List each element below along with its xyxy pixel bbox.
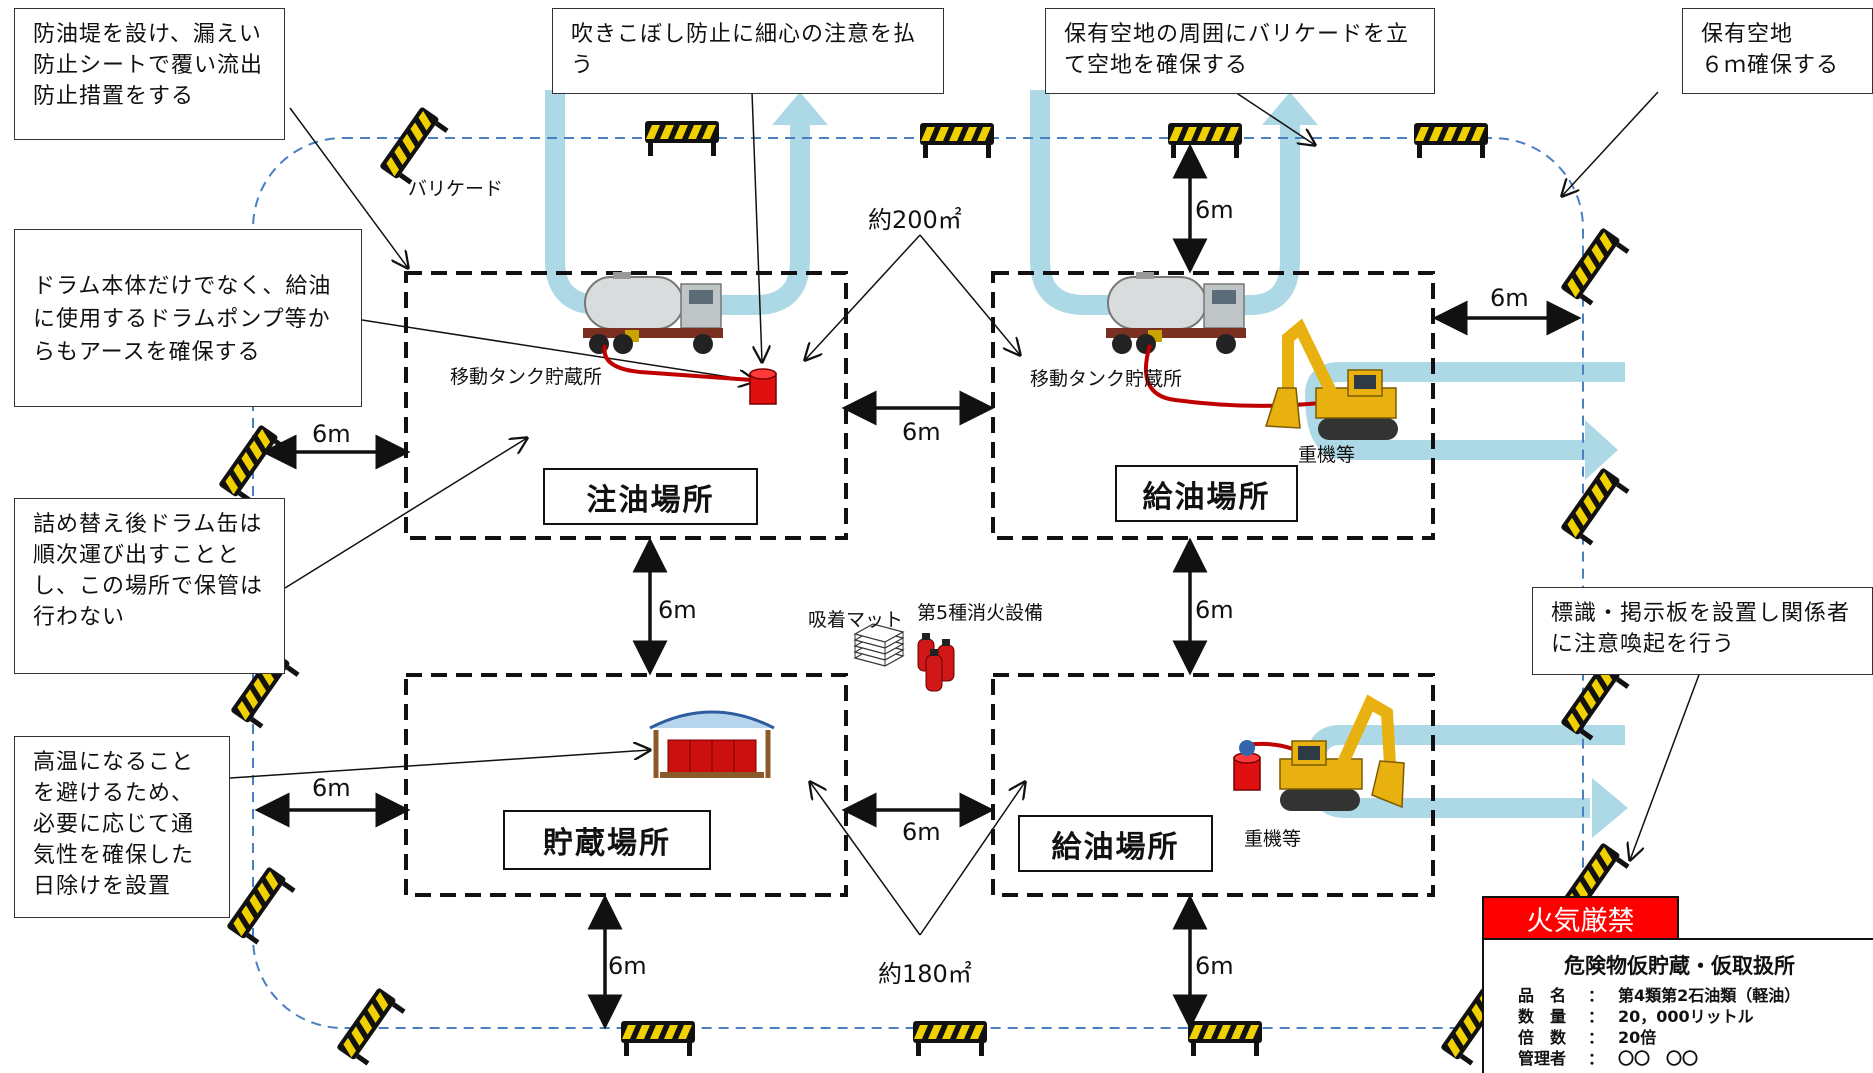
area-bottom-label: 約180㎡ <box>878 960 972 988</box>
sign-row-key: 品 名 <box>1518 986 1567 1005</box>
machine-top-label: 重機等 <box>1298 444 1356 466</box>
hazard-sign: 火気厳禁 危険物仮貯蔵・仮取扱所 品 名 ： 第4類第2石油類（軽油） 数 量 ： 20… <box>1482 896 1873 1073</box>
sign-board: 危険物仮貯蔵・仮取扱所 品 名 ： 第4類第2石油類（軽油） 数 量 ： 20，000リ… <box>1482 938 1873 1073</box>
barricade-icon <box>913 1021 987 1056</box>
distance-label: 6m <box>608 952 647 980</box>
sign-row-sep: ： <box>1588 1049 1605 1068</box>
sign-row: 管理者 ： 〇〇 〇〇 <box>1518 1045 1698 1069</box>
zone-storage-label: 貯蔵場所 <box>503 810 711 870</box>
barricade-icon <box>1188 1021 1262 1056</box>
note-shade: 高温になることを避けるため、必要に応じて通気性を確保した日除けを設置 <box>14 736 230 918</box>
fire-extinguisher-icon <box>917 633 955 692</box>
barricade-icon <box>1560 227 1632 308</box>
note-spill-text: 吹きこぼし防止に細心の注意を払う <box>571 22 917 78</box>
distance-label: 6m <box>902 818 941 846</box>
fire-prohibited-banner: 火気厳禁 <box>1482 896 1679 940</box>
sign-title: 危険物仮貯蔵・仮取扱所 <box>1564 954 1795 978</box>
tanker-truck-icon <box>1106 272 1246 354</box>
barricade-icon <box>1560 467 1632 548</box>
sign-row-key: 管理者 <box>1518 1049 1567 1068</box>
distance-arrows <box>254 143 1582 1030</box>
distance-label: 6m <box>312 420 351 448</box>
tanker-truck-icon <box>583 272 723 354</box>
mat-label: 吸着マット <box>808 609 904 631</box>
barricade-icon <box>226 866 298 947</box>
zone-pouring-label: 注油場所 <box>543 468 758 525</box>
sign-row: 数 量 ： 20，000リットル <box>1518 1003 1754 1027</box>
area-pointers <box>805 234 1025 936</box>
sign-row-value: 〇〇 〇〇 <box>1618 1049 1699 1068</box>
zone-fueling-bottom-boundary <box>991 673 1435 897</box>
sign-row-value: 20倍 <box>1618 1028 1657 1047</box>
excavator-icon <box>1264 318 1398 440</box>
note-carry-out-text: 詰め替え後ドラム缶は順次運び出すこととし、この場所で保管は行わない <box>33 512 264 630</box>
callout-leaders <box>229 91 1701 860</box>
barricade-icon <box>1168 123 1242 158</box>
excavator-icon <box>1279 694 1405 811</box>
drum-pump-icon <box>1233 740 1261 791</box>
distance-label: 6m <box>1195 952 1234 980</box>
distance-label: 6m <box>902 418 941 446</box>
zone-pouring-boundary <box>404 271 848 540</box>
barricade-icon <box>1414 123 1488 158</box>
barricade-label: バリケード <box>408 178 504 200</box>
note-signboard-text: 標識・掲示板を設置し関係者に注意喚起を行う <box>1551 601 1851 657</box>
note-space-text: 保有空地 ６ｍ確保する <box>1701 22 1840 78</box>
note-spill: 吹きこぼし防止に細心の注意を払う <box>552 8 944 94</box>
sign-row-key: 倍 数 <box>1518 1028 1567 1047</box>
absorbent-mat-icon <box>853 623 905 667</box>
sunshade-drums-icon <box>649 710 775 778</box>
sign-row-key: 数 量 <box>1518 1007 1567 1026</box>
sign-row-value: 20，000リットル <box>1618 1007 1754 1026</box>
sign-row-sep: ： <box>1588 986 1605 1005</box>
distance-label: 6m <box>658 596 697 624</box>
note-grounding: ドラム本体だけでなく、給油に使用するドラムポンプ等からもアースを確保する <box>14 229 362 407</box>
note-carry-out: 詰め替え後ドラム缶は順次運び出すこととし、この場所で保管は行わない <box>14 498 285 674</box>
zone-fueling-bottom-label: 給油場所 <box>1018 815 1213 872</box>
tank-right-label: 移動タンク貯蔵所 <box>1030 368 1183 390</box>
distance-label: 6m <box>1195 196 1234 224</box>
sign-row-sep: ： <box>1588 1007 1605 1026</box>
barricade-icons <box>218 106 1632 1068</box>
machine-bottom-label: 重機等 <box>1244 828 1302 850</box>
barricade-icon <box>645 121 719 156</box>
note-barricade-around: 保有空地の周囲にバリケードを立て空地を確保する <box>1045 8 1435 94</box>
sign-row-sep: ： <box>1588 1028 1605 1047</box>
note-oil-dike: 防油堤を設け、漏えい防止シートで覆い流出防止措置をする <box>14 8 285 140</box>
sign-row: 品 名 ： 第4類第2石油類（軽油） <box>1518 982 1800 1006</box>
barricade-icon <box>920 123 994 158</box>
distance-label: 6m <box>1195 596 1234 624</box>
note-signboard: 標識・掲示板を設置し関係者に注意喚起を行う <box>1532 587 1873 675</box>
tank-left-label: 移動タンク貯蔵所 <box>450 366 603 388</box>
flow-arrow-heads <box>772 92 1628 838</box>
distance-label: 6m <box>1490 284 1529 312</box>
distance-label: 6m <box>312 774 351 802</box>
note-oil-dike-text: 防油堤を設け、漏えい防止シートで覆い流出防止措置をする <box>33 22 264 109</box>
area-top-label: 約200㎡ <box>868 206 962 234</box>
note-space: 保有空地 ６ｍ確保する <box>1682 8 1873 94</box>
barricade-icon <box>621 1021 695 1056</box>
note-grounding-text: ドラム本体だけでなく、給油に使用するドラムポンプ等からもアースを確保する <box>33 274 332 365</box>
flow-arrows <box>545 90 1625 818</box>
note-shade-text: 高温になることを避けるため、必要に応じて通気性を確保した日除けを設置 <box>33 750 195 899</box>
sign-row: 倍 数 ： 20倍 <box>1518 1024 1656 1048</box>
sign-row-value: 第4類第2石油類（軽油） <box>1618 986 1801 1005</box>
note-barricade-around-text: 保有空地の周囲にバリケードを立て空地を確保する <box>1064 22 1410 78</box>
red-drum-icon <box>749 368 777 405</box>
extinguisher-label: 第5種消火設備 <box>917 602 1044 624</box>
zone-storage-boundary <box>404 673 848 897</box>
zone-fueling-top-label: 給油場所 <box>1115 465 1298 522</box>
